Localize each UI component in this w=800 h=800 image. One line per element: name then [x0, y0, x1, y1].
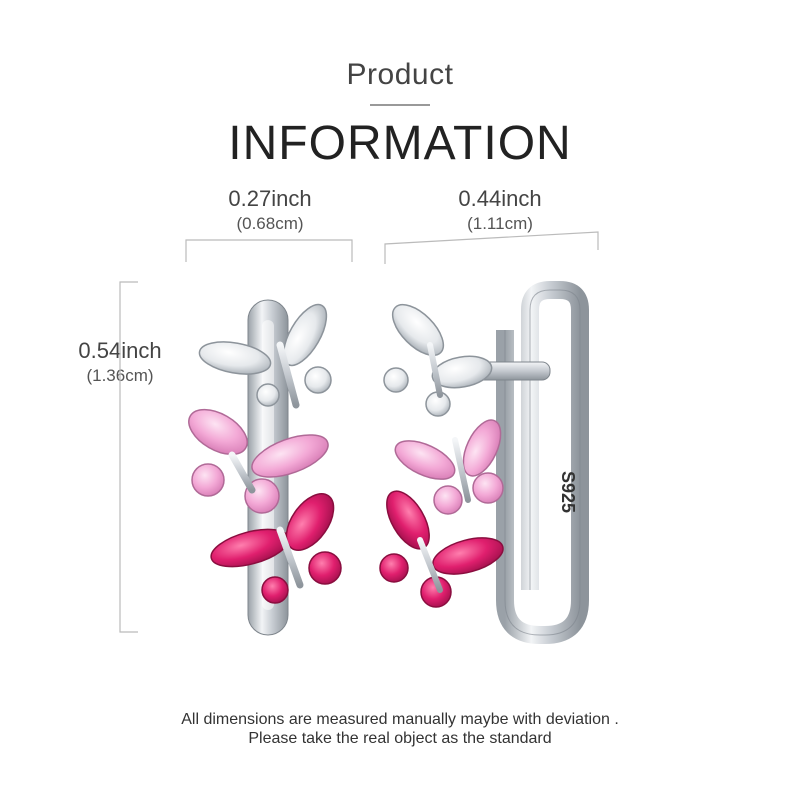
- front-width-cm: (0.68cm): [236, 214, 304, 233]
- side-earring: S925: [379, 281, 589, 644]
- side-width-inch: 0.44inch: [458, 186, 542, 211]
- page-title: INFORMATION: [228, 117, 572, 170]
- front-width-bracket: [185, 239, 353, 262]
- height-bracket: [119, 281, 138, 633]
- hot-pink-butterfly: [210, 493, 342, 604]
- side-width-bracket: [384, 231, 599, 264]
- engraving-text: S925: [558, 471, 578, 513]
- disclaimer-line-1: All dimensions are measured manually may…: [181, 711, 619, 728]
- side-hot-pink-butterfly: [379, 490, 504, 608]
- disclaimer-line-2: Please take the real object as the stand…: [248, 730, 552, 747]
- side-clear-butterfly: [383, 303, 493, 417]
- front-width-inch: 0.27inch: [228, 186, 312, 211]
- product-label: Product: [346, 58, 454, 91]
- front-earring: [188, 299, 342, 636]
- side-light-pink-butterfly: [394, 419, 504, 515]
- clear-butterfly: [198, 303, 332, 409]
- light-pink-butterfly: [188, 408, 329, 514]
- side-width-cm: (1.11cm): [467, 214, 533, 233]
- title-divider: [370, 104, 430, 106]
